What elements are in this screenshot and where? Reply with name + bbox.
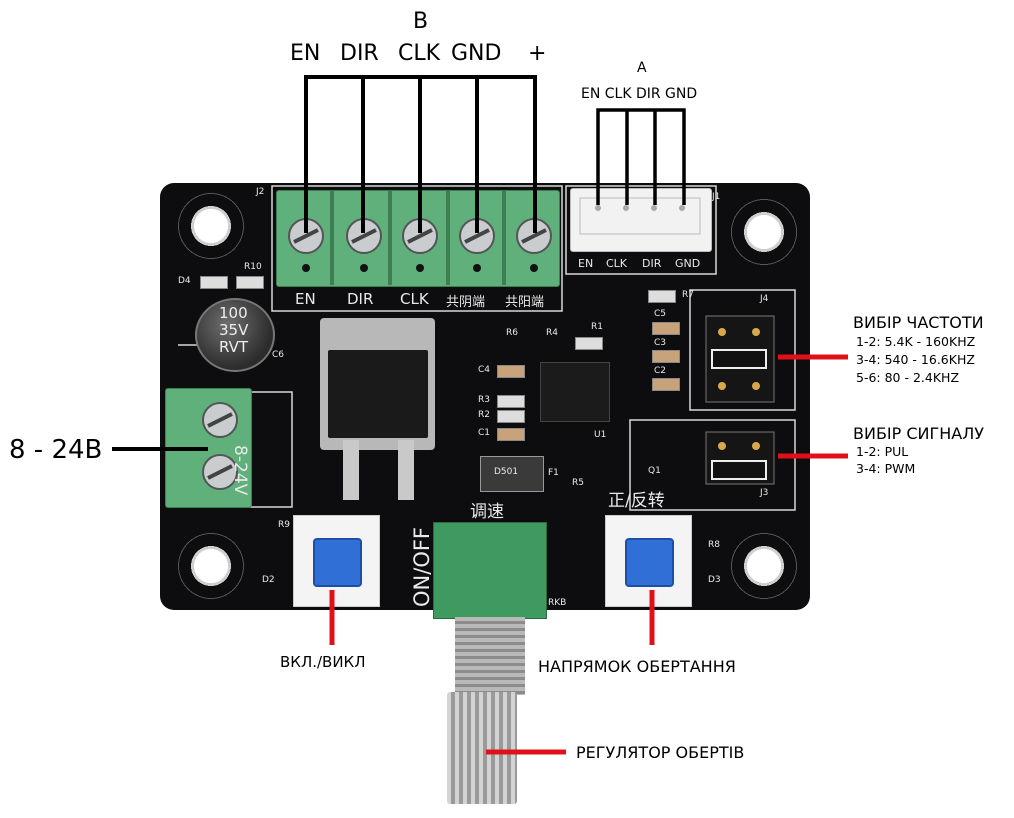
ref-d3: D3 (708, 575, 721, 585)
ref-c2: C2 (654, 366, 667, 376)
resistor-r3 (497, 395, 525, 408)
connector-j1 (570, 188, 712, 252)
resistor-r10 (236, 276, 264, 289)
signal-option-2: 3-4: PWM (856, 461, 916, 476)
ref-r9: R9 (278, 520, 290, 530)
potentiometer-body (433, 522, 547, 619)
mounting-hole-bottom-right (725, 527, 803, 605)
header-b-title: B (413, 9, 429, 34)
led-d4 (200, 276, 228, 289)
capacitor-c5 (652, 322, 680, 335)
j1-label-gnd: GND (675, 257, 701, 270)
ref-u1: U1 (594, 430, 607, 440)
capacitor-c3 (652, 350, 680, 363)
header-b-pin-gnd: GND (451, 41, 502, 66)
ref-f1: F1 (548, 468, 559, 478)
speed-silk-label: 调速 (470, 502, 504, 522)
frequency-option-3: 5-6: 80 - 2.4KHZ (856, 370, 960, 385)
terminal-label-common-anode: 共阳端 (505, 295, 545, 310)
ref-j1: J1 (712, 192, 721, 202)
ref-d501: D501 (494, 467, 519, 477)
ref-c3: C3 (654, 338, 667, 348)
header-b-pin-dir: DIR (340, 41, 379, 66)
mounting-hole-top-right (725, 193, 803, 271)
signal-option-1: 1-2: PUL (856, 444, 909, 459)
screw-terminal-b-screws (288, 190, 552, 285)
resistor-r7 (648, 290, 676, 303)
terminal-label-clk: CLK (400, 290, 429, 308)
direction-button[interactable] (625, 538, 674, 587)
ref-c4: C4 (478, 365, 491, 375)
electrolytic-capacitor (195, 298, 275, 372)
resistor-r2 (497, 410, 525, 423)
mounting-hole-bottom-left (172, 527, 250, 605)
header-b-pin-plus: + (528, 41, 547, 66)
ref-j2: J2 (256, 187, 265, 197)
header-a-pins: EN CLK DIR GND (581, 86, 698, 102)
ref-j3: J3 (760, 488, 769, 498)
ref-r4: R4 (546, 328, 558, 338)
frequency-option-1: 1-2: 5.4K - 160KHZ (856, 334, 976, 349)
header-b-pin-en: EN (290, 41, 321, 66)
chip-u1 (540, 362, 610, 422)
capacitor-c4 (497, 365, 525, 378)
ref-r1: R1 (591, 322, 603, 332)
ref-r2: R2 (478, 410, 490, 420)
frequency-jumper-block (705, 315, 775, 403)
ref-q1: Q1 (648, 466, 661, 476)
terminal-label-dir: DIR (347, 290, 374, 308)
diode-d501 (480, 456, 544, 492)
ref-r5: R5 (572, 478, 584, 488)
ref-c5: C5 (654, 309, 667, 319)
direction-silk-label: 正/反转 (608, 491, 665, 511)
on-off-button[interactable] (313, 538, 362, 587)
power-terminal-screws (202, 402, 238, 490)
capacitor-c2 (652, 378, 680, 391)
potentiometer-shaft-thread (455, 617, 525, 695)
capacitor-text-rvt: RVT (219, 338, 249, 356)
ref-rkb: RKB (548, 598, 567, 608)
regulator-pin-right (398, 440, 414, 500)
ref-r7: R7 (682, 290, 694, 300)
j1-label-dir: DIR (642, 257, 662, 270)
voltage-regulator-body (328, 350, 428, 438)
potentiometer-knob[interactable] (447, 692, 517, 804)
speed-regulator-label: РЕГУЛЯТОР ОБЕРТІВ (576, 743, 745, 762)
header-b-pin-clk: CLK (398, 41, 441, 66)
direction-label: НАПРЯМОК ОБЕРТАННЯ (538, 657, 736, 676)
capacitor-c1 (497, 428, 525, 441)
j1-label-clk: CLK (606, 257, 628, 270)
on-off-label: ВКЛ./ВИКЛ (280, 653, 366, 671)
signal-title: ВИБІР СИГНАЛУ (853, 424, 985, 443)
ref-d4: D4 (178, 276, 191, 286)
ref-r6: R6 (506, 328, 518, 338)
connector-j1-pins (579, 197, 701, 235)
ref-c1: C1 (478, 428, 491, 438)
capacitor-text-35v: 35V (219, 321, 249, 339)
terminal-label-en: EN (295, 290, 316, 308)
power-voltage-label: 8 - 24В (9, 435, 103, 465)
j1-label-en: EN (578, 257, 594, 270)
ref-r3: R3 (478, 395, 490, 405)
frequency-option-2: 3-4: 540 - 16.6KHZ (856, 352, 975, 367)
terminal-label-common-cathode: 共阴端 (446, 295, 486, 310)
regulator-pin-left (343, 440, 359, 500)
ref-r8: R8 (708, 540, 720, 550)
mounting-hole-top-left (172, 187, 250, 265)
signal-jumper-block (705, 431, 775, 485)
ref-d2: D2 (262, 575, 275, 585)
resistor-r1 (575, 337, 603, 350)
ref-j4: J4 (760, 294, 769, 304)
ref-r10: R10 (244, 262, 262, 272)
ref-c6: C6 (272, 350, 285, 360)
capacitor-text-100: 100 (219, 304, 248, 322)
frequency-title: ВИБІР ЧАСТОТИ (853, 313, 984, 332)
header-a-title: A (637, 60, 647, 76)
